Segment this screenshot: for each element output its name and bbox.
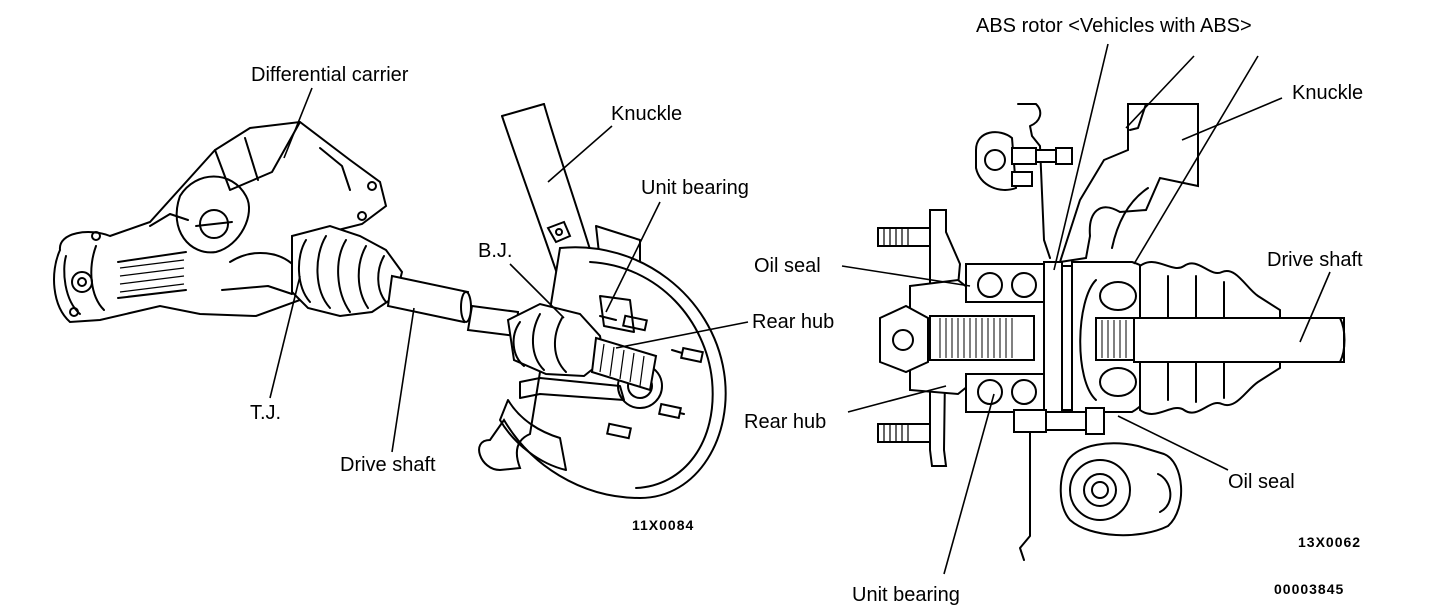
figure-code-left: 11X0084 xyxy=(632,517,694,533)
right-cross-section-view: ABS rotor <Vehicles with ABS> Knuckle Oi… xyxy=(744,15,1363,606)
knuckle-right-illustration xyxy=(1058,103,1199,264)
label-drive-shaft-left: Drive shaft xyxy=(340,454,436,476)
label-knuckle-right: Knuckle xyxy=(1292,82,1363,104)
label-unit-bearing-right: Unit bearing xyxy=(852,584,960,606)
page-code: 00003845 xyxy=(1274,581,1344,597)
label-knuckle-left: Knuckle xyxy=(611,103,682,125)
label-bj: B.J. xyxy=(478,240,512,262)
label-oil-seal-bottom: Oil seal xyxy=(1228,471,1295,493)
label-tj: T.J. xyxy=(250,402,281,424)
left-exploded-view: Differential carrier Knuckle Unit bearin… xyxy=(53,64,834,533)
label-differential-carrier: Differential carrier xyxy=(251,64,409,86)
drive-shaft-left-illustration xyxy=(386,274,520,338)
lower-arm-illustration xyxy=(1013,407,1182,561)
label-rear-hub-left: Rear hub xyxy=(752,311,834,333)
abs-sensor-bracket-illustration xyxy=(975,103,1073,259)
bj-joint-illustration xyxy=(506,295,658,392)
shaft-spline-hatching xyxy=(939,318,1013,358)
label-drive-shaft-right: Drive shaft xyxy=(1267,249,1363,271)
tj-boot-illustration xyxy=(291,224,404,318)
rear-hub-body-illustration xyxy=(879,278,1051,396)
label-unit-bearing-left: Unit bearing xyxy=(641,177,749,199)
label-rear-hub-right: Rear hub xyxy=(744,411,826,433)
drive-shaft-right-illustration xyxy=(1133,317,1346,363)
label-abs-rotor: ABS rotor <Vehicles with ABS> xyxy=(976,15,1252,37)
figure-code-right: 13X0062 xyxy=(1298,534,1361,550)
label-oil-seal-top: Oil seal xyxy=(754,255,821,277)
left-leader-lines xyxy=(269,87,749,453)
right-leader-lines xyxy=(841,43,1331,575)
